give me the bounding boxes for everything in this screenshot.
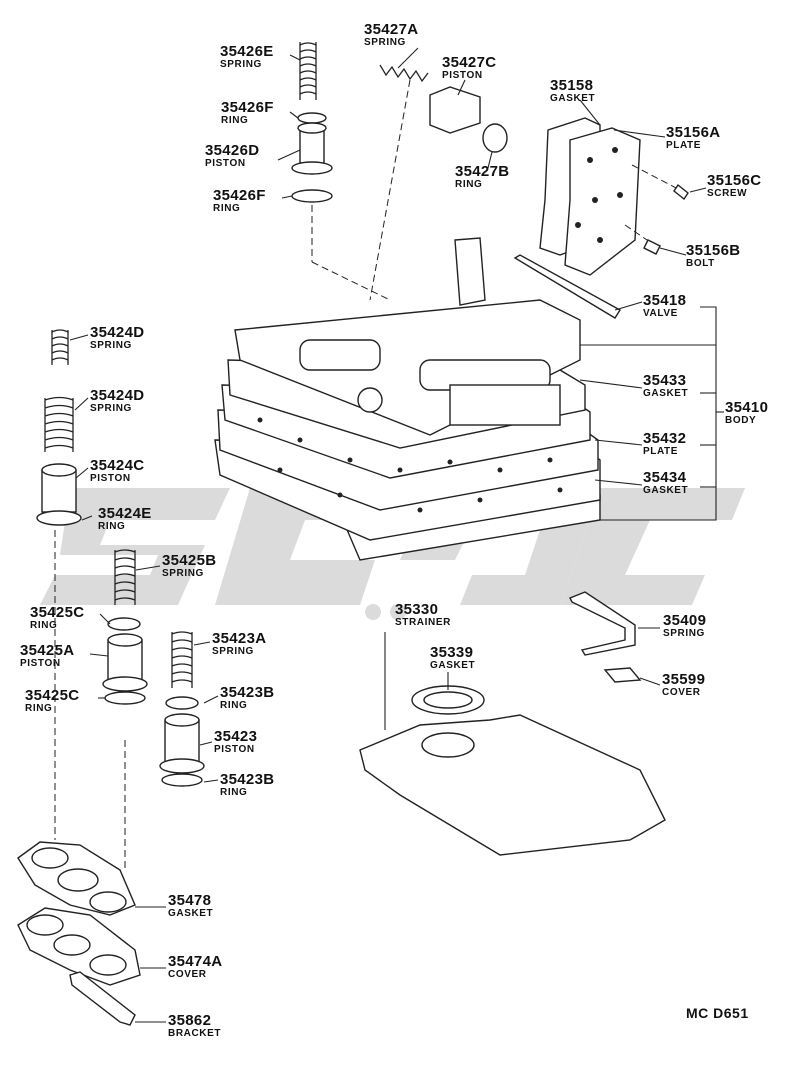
leader-lines-left — [69, 47, 493, 783]
plate-gasket-35158 — [539, 117, 689, 276]
piston-stack-35424 — [36, 329, 82, 840]
piston-stack-35426 — [291, 42, 391, 301]
detent-spring-35409 — [569, 591, 661, 686]
leader-lines-body — [579, 99, 724, 521]
valve-body-35410 — [214, 237, 621, 561]
piston-stack-35425 — [102, 549, 148, 870]
diagram-code: MC D651 — [686, 1005, 749, 1021]
accumulator-cover-group — [17, 841, 166, 1026]
oil-strainer-35330 — [359, 632, 666, 856]
piston-stack-35423 — [159, 631, 205, 787]
piston-assy-35427 — [369, 64, 508, 301]
